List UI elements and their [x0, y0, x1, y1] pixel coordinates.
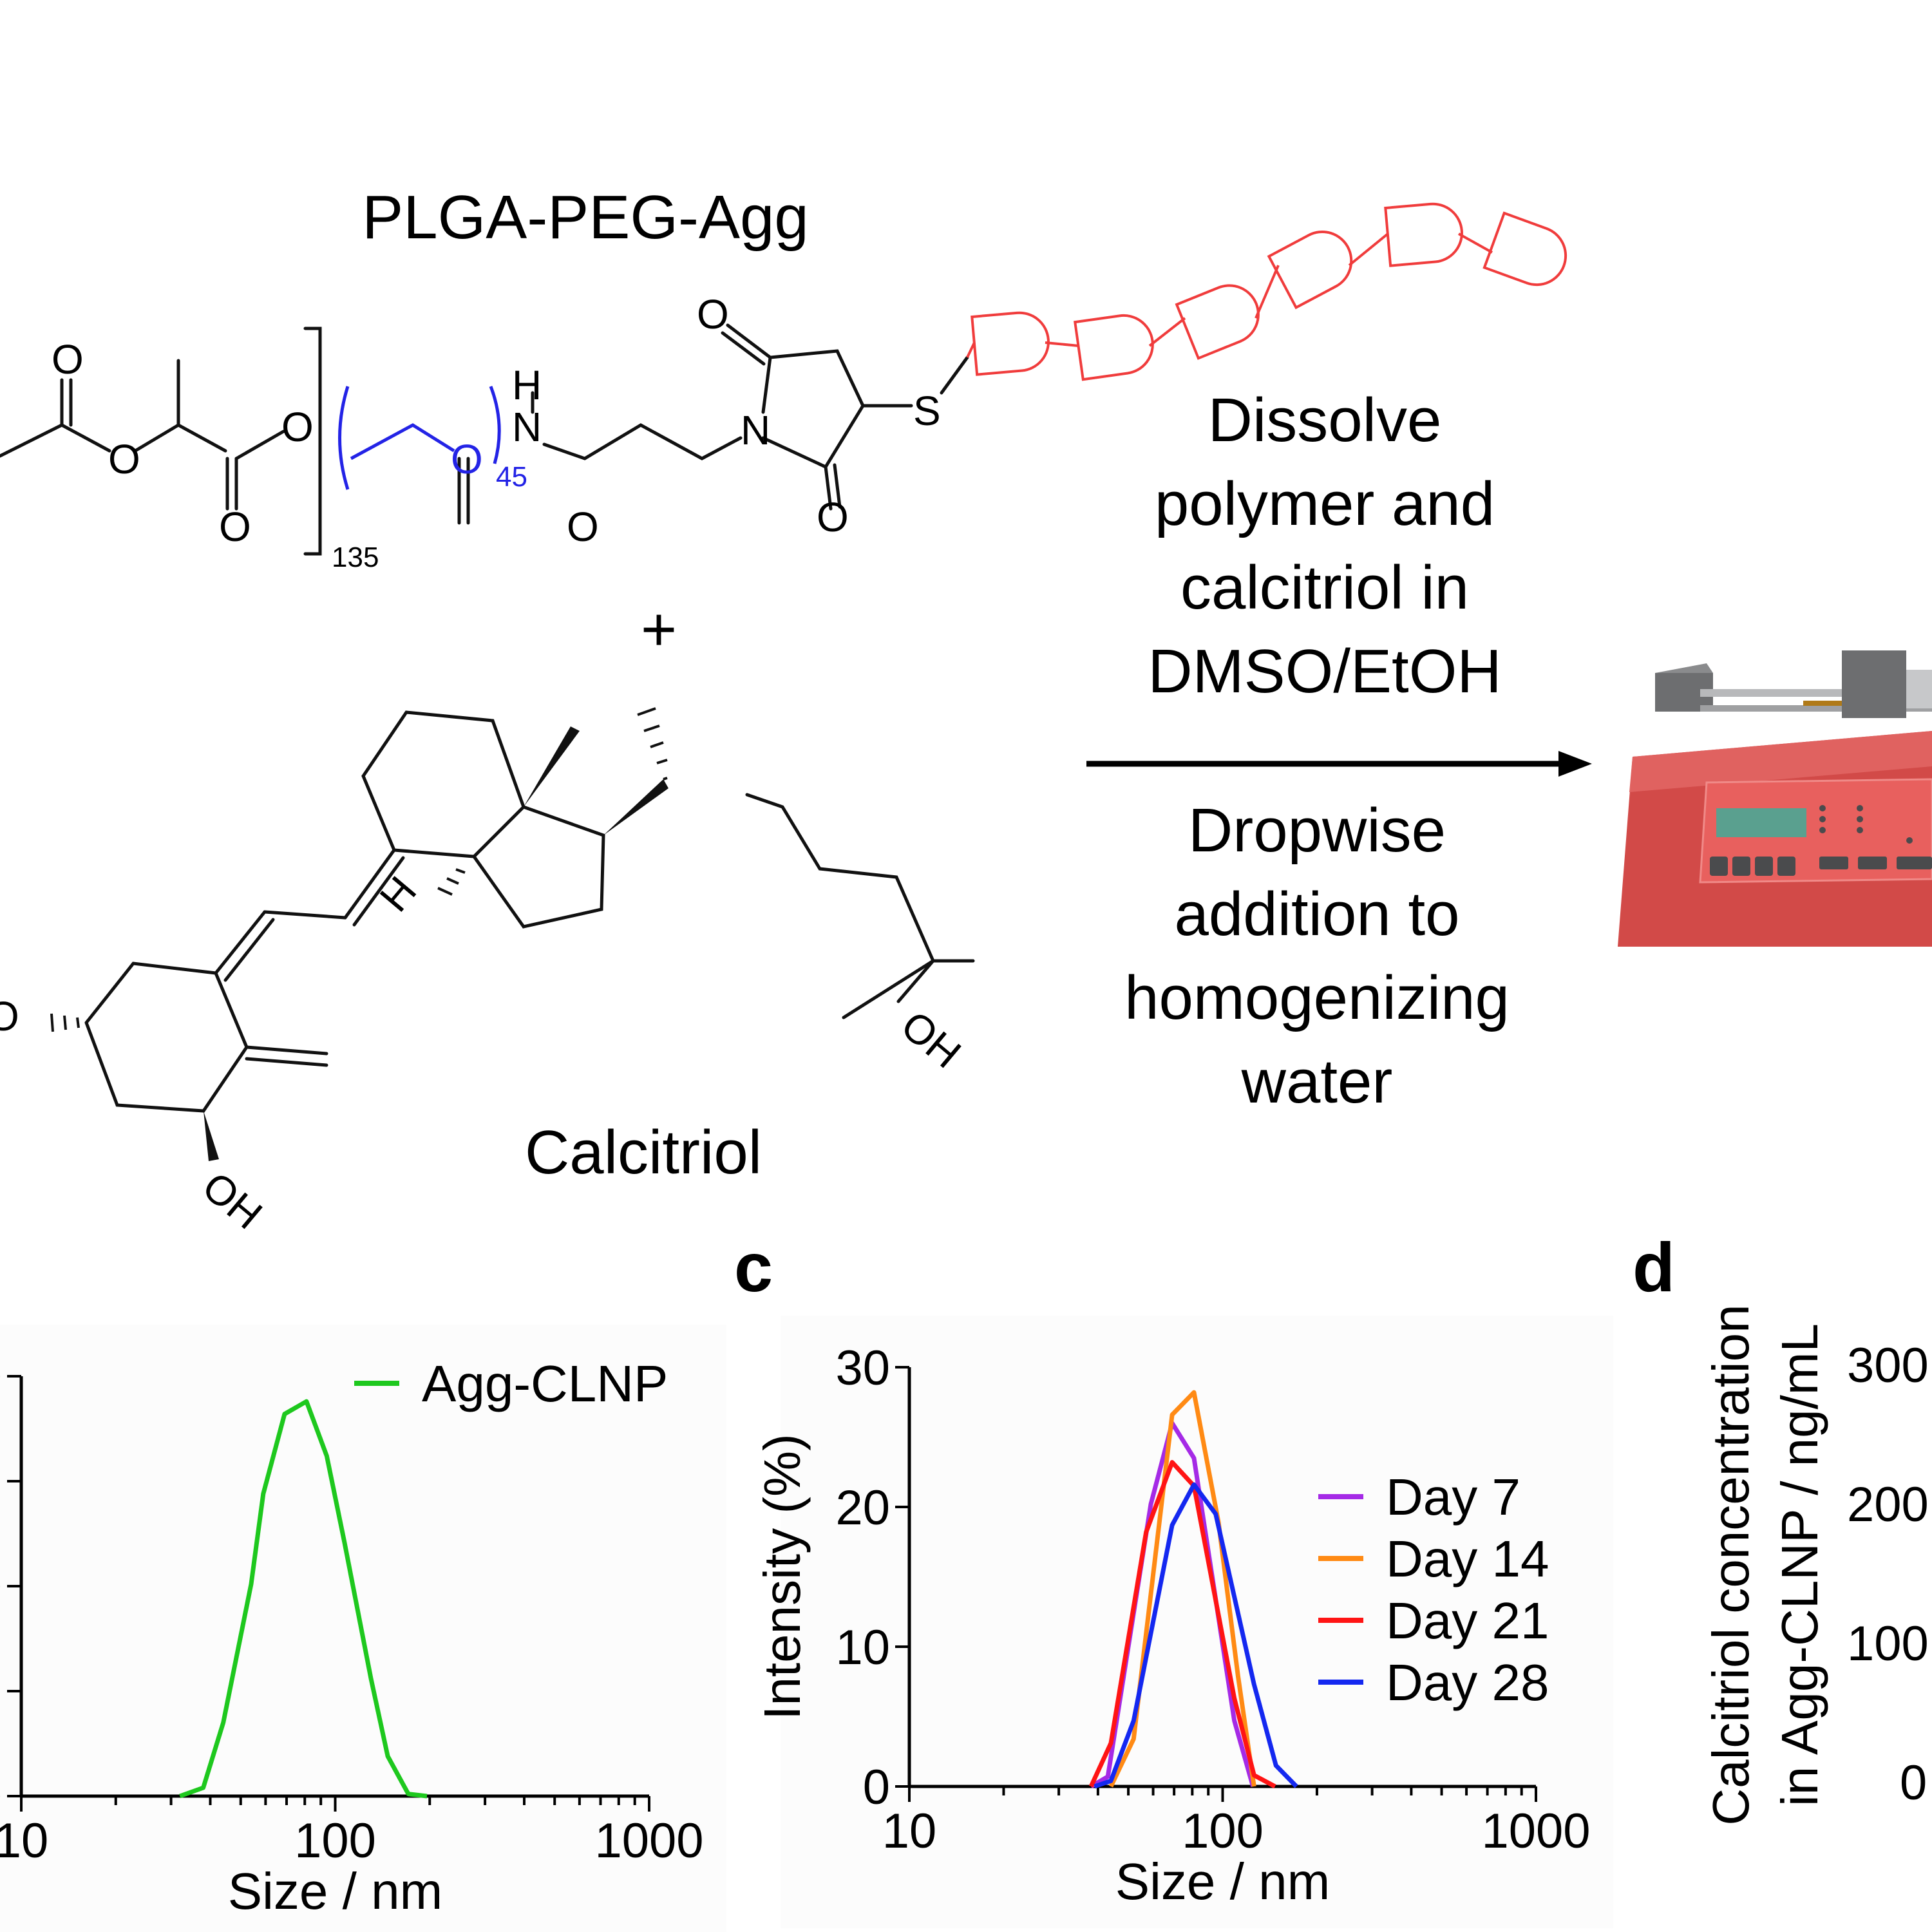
series-line-day-14: [1108, 1390, 1256, 1788]
legend-label: Day 7: [1386, 1468, 1520, 1526]
y-axis-label-line1: Calcitriol concentration: [1702, 1304, 1759, 1825]
atom-n: N: [512, 404, 542, 450]
peg-subscript: 45: [496, 461, 527, 493]
atom-o: O: [0, 993, 19, 1039]
x-axis-label: Size / nm: [228, 1862, 442, 1920]
stereo-bonds: [204, 726, 668, 1161]
step1-text: Dissolve polymer and calcitriol in DMSO/…: [1148, 386, 1501, 706]
y-tick-label: 200: [1847, 1477, 1929, 1532]
step1-line: calcitriol in: [1180, 553, 1469, 622]
y-tick-label: 0: [0, 1770, 2, 1824]
step2-line: water: [1241, 1047, 1393, 1116]
amino-acid-residue: [1175, 284, 1260, 360]
y-tick-label: 15: [0, 1455, 2, 1510]
x-tick-label: 1000: [594, 1814, 703, 1868]
y-tick-label: 300: [1847, 1338, 1929, 1393]
y-tick-label: 10: [0, 1560, 2, 1615]
legend-label: Day 21: [1386, 1592, 1549, 1649]
step1-line: polymer and: [1155, 469, 1495, 538]
series-line-day-28: [1094, 1482, 1298, 1789]
plus-sign: +: [641, 595, 677, 664]
y-tick-label: 20: [835, 1481, 890, 1535]
atom-oh: OH: [893, 1002, 970, 1077]
atom-s: S: [913, 388, 941, 434]
y-tick-label: 30: [835, 1341, 890, 1396]
y-axis-label-line2: in Agg-CLNP / ng/mL: [1771, 1323, 1828, 1806]
y-tick-label: 100: [1847, 1616, 1929, 1671]
series-line-day-21: [1088, 1460, 1276, 1789]
atom-o: O: [52, 336, 84, 383]
amino-acid-residue: [1384, 202, 1463, 267]
calcitriol-label: Calcitriol: [525, 1118, 762, 1187]
plga-bracket: [303, 327, 322, 556]
amino-acid-residue: [971, 311, 1050, 376]
peg-block: [338, 386, 501, 490]
process-arrow: [1086, 751, 1592, 777]
y-axis-label: Intensity (%): [753, 1434, 811, 1720]
bond: [0, 423, 111, 458]
atom-o: O: [219, 504, 251, 550]
step2-line: addition to: [1174, 880, 1459, 949]
y-tick-label: 5: [0, 1665, 2, 1719]
atom-h: H: [512, 362, 542, 408]
series-line-agg-clnp: [179, 1399, 428, 1799]
aggrecan-peptide-chain: [966, 202, 1567, 381]
atom-n: N: [741, 407, 770, 453]
y-tick-label: 0: [1900, 1756, 1927, 1810]
atom-o: O: [817, 494, 849, 540]
syringe-pump-icon: [1618, 650, 1932, 947]
atom-h: H: [371, 867, 426, 920]
atom-labels: O O O O O 45 135 H N O N O O S: [52, 291, 941, 573]
x-tick-label: 1000: [1481, 1804, 1590, 1859]
legend-label: Day 28: [1386, 1654, 1549, 1711]
peptide-bond: [1458, 232, 1493, 254]
peptide-bond: [1148, 317, 1186, 347]
calcitriol-structure: [84, 710, 975, 1113]
amino-acid-residue: [1074, 314, 1154, 381]
atom-o: O: [108, 436, 140, 482]
panel-label-d: d: [1633, 1228, 1675, 1306]
x-tick-label: 100: [1182, 1804, 1264, 1859]
arrow-head-icon: [1558, 751, 1592, 777]
y-tick-label: 0: [863, 1760, 890, 1815]
atom-oh: OH: [194, 1163, 271, 1238]
peptide-bond: [1348, 232, 1389, 267]
step2-line: Dropwise: [1188, 796, 1446, 865]
chart-b-size-distribution: 10 100 1000 0 5 10 15 20Size / nm Agg-CLNP: [0, 1325, 726, 1932]
x-tick-label: 10: [882, 1804, 937, 1859]
step1-line: DMSO/EtOH: [1148, 637, 1501, 706]
panel-label-c: c: [734, 1228, 773, 1306]
atom-o: O: [567, 504, 599, 550]
x-axis-label: Size / nm: [1115, 1853, 1330, 1910]
x-tick-label: 100: [294, 1814, 376, 1868]
polymer-title: PLGA-PEG-Agg: [362, 183, 809, 252]
atom-o: O: [697, 291, 729, 337]
step1-line: Dissolve: [1208, 386, 1442, 455]
y-tick-label: 10: [835, 1620, 890, 1675]
legend-label: Agg-CLNP: [422, 1355, 668, 1412]
hashed-bonds: [50, 707, 668, 1032]
y-tick-label: 20: [0, 1350, 2, 1405]
atom-o: O: [281, 404, 314, 450]
legend-label: Day 14: [1386, 1530, 1549, 1587]
amino-acid-residue: [1482, 211, 1567, 287]
atom-o-peg: O: [451, 436, 483, 482]
step2-text: Dropwise addition to homogenizing water: [1124, 796, 1510, 1116]
plga-peg-structure: [0, 323, 969, 556]
step2-line: homogenizing: [1124, 963, 1510, 1032]
amino-acid-residue: [1267, 230, 1353, 310]
calcitriol-atom-labels: O OH H OH: [0, 867, 970, 1238]
plga-subscript: 135: [332, 542, 379, 573]
chart-d-calcitriol-concentration: Calcitriol concentration in Agg-CLNP / n…: [1702, 1304, 1929, 1825]
x-tick-label: 10: [0, 1814, 48, 1868]
peptide-bond: [1255, 265, 1280, 319]
peptide-bond: [1045, 341, 1079, 347]
